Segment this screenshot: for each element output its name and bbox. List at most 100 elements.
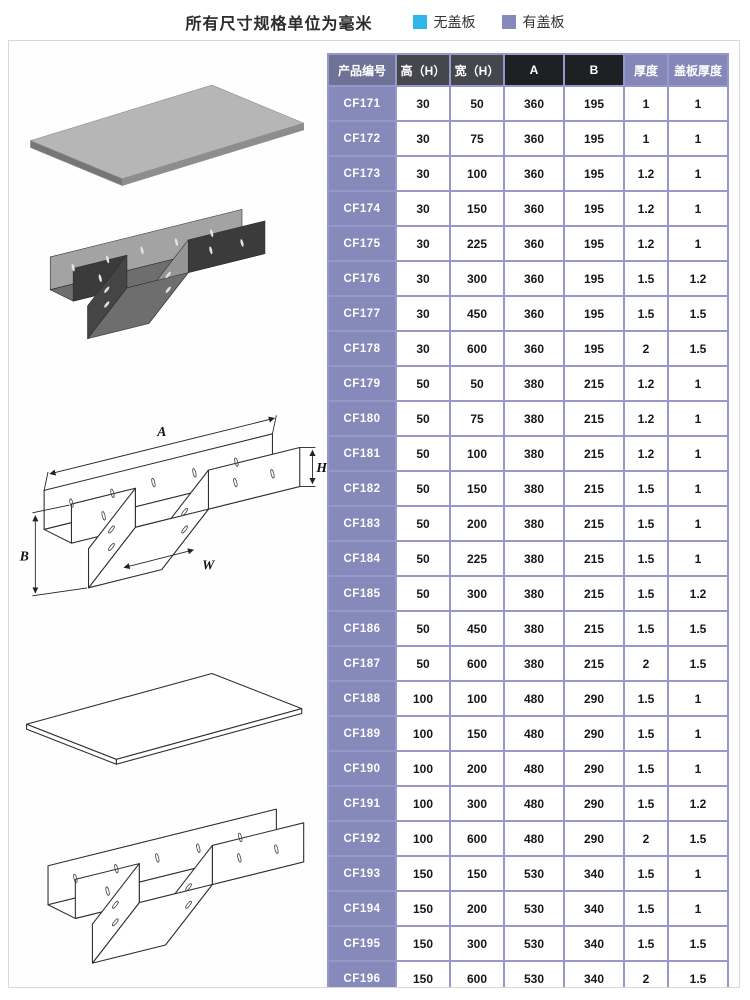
spec-value-cell: 75 [449, 400, 505, 437]
diagram-panel: A H B W [9, 41, 331, 987]
spec-value-cell: 2 [623, 960, 669, 987]
spec-value-cell: 1.5 [623, 575, 669, 612]
spec-value-cell: 1.5 [667, 295, 729, 332]
spec-value-cell: 380 [503, 540, 565, 577]
spec-value-cell: 150 [449, 470, 505, 507]
spec-value-cell: 150 [449, 715, 505, 752]
dimension-w-label: W [202, 557, 215, 572]
spec-value-cell: 1.5 [623, 505, 669, 542]
spec-value-cell: 300 [449, 260, 505, 297]
dimension-a-label: A [156, 424, 166, 439]
spec-value-cell: 195 [563, 85, 625, 122]
spec-value-cell: 30 [395, 225, 451, 262]
tee-body-outline [47, 808, 305, 964]
dimension-b-label: B [19, 549, 29, 564]
spec-value-cell: 100 [395, 680, 451, 717]
spec-value-cell: 600 [449, 330, 505, 367]
spec-value-cell: 290 [563, 680, 625, 717]
spec-value-cell: 2 [623, 330, 669, 367]
spec-value-cell: 1 [667, 470, 729, 507]
spec-value-cell: 290 [563, 820, 625, 857]
spec-value-cell: 360 [503, 155, 565, 192]
spec-value-cell: 360 [503, 225, 565, 262]
spec-value-cell: 1 [667, 890, 729, 927]
column-header: 产品编号 [327, 53, 397, 87]
spec-value-cell: 1 [623, 85, 669, 122]
column-header: 宽（H） [449, 53, 505, 87]
spec-value-cell: 50 [449, 85, 505, 122]
product-code-cell: CF177 [327, 295, 397, 332]
spec-value-cell: 30 [395, 190, 451, 227]
product-code-cell: CF190 [327, 750, 397, 787]
no-cover-swatch [412, 15, 427, 29]
tee-dimension-drawing: A H B W [19, 415, 327, 597]
spec-value-cell: 100 [395, 715, 451, 752]
spec-value-cell: 1.5 [667, 610, 729, 647]
spec-value-cell: 300 [449, 575, 505, 612]
product-code-cell: CF196 [327, 960, 397, 987]
spec-value-cell: 1.5 [623, 470, 669, 507]
spec-value-cell: 360 [503, 295, 565, 332]
spec-value-cell: 340 [563, 960, 625, 987]
spec-value-cell: 1.5 [623, 855, 669, 892]
spec-value-cell: 150 [395, 855, 451, 892]
column-header: A [503, 53, 565, 87]
spec-value-cell: 1 [667, 855, 729, 892]
dimension-lines [32, 415, 316, 597]
product-code-cell: CF171 [327, 85, 397, 122]
spec-value-cell: 225 [449, 540, 505, 577]
page-header: 所有尺寸规格单位为毫米 无盖板 有盖板 [0, 10, 750, 34]
spec-value-cell: 195 [563, 225, 625, 262]
product-code-cell: CF173 [327, 155, 397, 192]
spec-value-cell: 1.5 [623, 260, 669, 297]
spec-value-cell: 30 [395, 330, 451, 367]
spec-value-cell: 200 [449, 505, 505, 542]
page-title: 所有尺寸规格单位为毫米 [185, 16, 373, 33]
spec-value-cell: 290 [563, 715, 625, 752]
spec-value-cell: 1 [667, 85, 729, 122]
spec-value-cell: 480 [503, 680, 565, 717]
spec-value-cell: 30 [395, 120, 451, 157]
spec-value-cell: 1.2 [623, 435, 669, 472]
product-code-cell: CF193 [327, 855, 397, 892]
spec-value-cell: 215 [563, 610, 625, 647]
spec-value-cell: 195 [563, 260, 625, 297]
spec-value-cell: 600 [449, 960, 505, 987]
spec-value-cell: 1 [667, 155, 729, 192]
spec-value-cell: 1.5 [623, 715, 669, 752]
spec-value-cell: 100 [449, 155, 505, 192]
cover-plate-3d [29, 84, 305, 187]
spec-value-cell: 360 [503, 120, 565, 157]
spec-value-cell: 150 [449, 190, 505, 227]
spec-value-cell: 380 [503, 645, 565, 682]
spec-value-cell: 195 [563, 190, 625, 227]
spec-value-cell: 1.2 [623, 225, 669, 262]
column-header: 厚度 [623, 53, 669, 87]
spec-value-cell: 100 [449, 435, 505, 472]
spec-value-cell: 1 [667, 680, 729, 717]
product-code-cell: CF189 [327, 715, 397, 752]
spec-value-cell: 1 [667, 365, 729, 402]
spec-value-cell: 450 [449, 610, 505, 647]
spec-value-cell: 50 [395, 540, 451, 577]
product-code-cell: CF178 [327, 330, 397, 367]
spec-value-cell: 480 [503, 785, 565, 822]
spec-value-cell: 1 [667, 435, 729, 472]
spec-value-cell: 340 [563, 890, 625, 927]
spec-value-cell: 30 [395, 295, 451, 332]
spec-value-cell: 1.2 [667, 785, 729, 822]
tee-body-3d [49, 209, 266, 340]
column-header: 高（H） [395, 53, 451, 87]
spec-value-cell: 1 [667, 715, 729, 752]
